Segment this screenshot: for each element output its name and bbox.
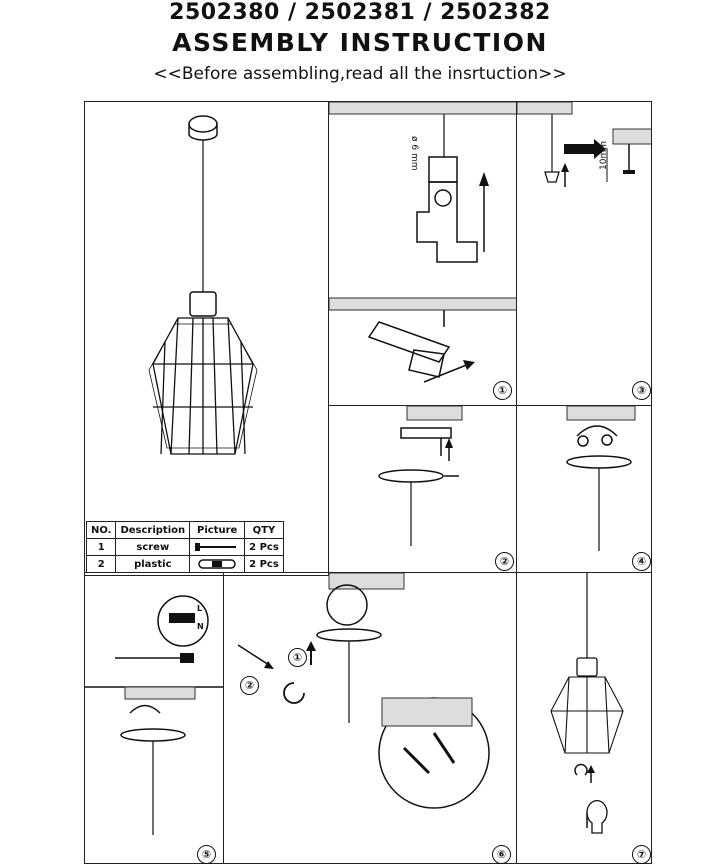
- table-row: 2 plastic 2 Pcs: [85, 555, 284, 573]
- step-3-number: ③: [632, 381, 651, 400]
- step-7-number: ⑦: [632, 845, 651, 864]
- step-2-number: ②: [495, 552, 514, 571]
- bracket-mount-illustration: [378, 406, 463, 546]
- step-1-number: ①: [493, 381, 512, 400]
- col-picture: Picture: [189, 521, 246, 539]
- terminal-l-label: L: [197, 604, 203, 613]
- page-subtitle: <<Before assembling,read all the insrtuc…: [153, 64, 567, 84]
- plastic-anchor-icon: [189, 555, 246, 573]
- step-7-panel: [516, 572, 652, 864]
- canopy-mount-illustration: [237, 573, 490, 809]
- model-numbers: 2502380 / 2502381 / 2502382: [169, 0, 551, 25]
- page-title: ASSEMBLY INSTRUCTION: [172, 28, 548, 57]
- step-6-number: ⑥: [492, 845, 511, 864]
- screw-icon: [189, 538, 246, 556]
- step-3-panel: 10mm: [516, 101, 652, 406]
- col-description: Description: [115, 521, 191, 539]
- terminal-n-label: N: [197, 622, 204, 631]
- step-4-panel: [516, 405, 652, 573]
- inline-marker-2: ②: [240, 676, 259, 695]
- drill-size-label: ø 6 mm: [409, 136, 419, 171]
- terminal-block-illustration: [85, 595, 223, 835]
- step-6-panel: ① ②: [223, 572, 517, 864]
- step-2-panel: [328, 405, 517, 573]
- ceiling-wiring-illustration: [566, 406, 636, 551]
- anchor-insert-illustration: [517, 102, 651, 187]
- parts-table: NO. Description Picture QTY 1 screw 2 Pc…: [85, 521, 284, 573]
- inline-marker-1: ①: [288, 648, 307, 667]
- drill-illustration: [329, 102, 516, 383]
- col-no: NO.: [85, 521, 117, 539]
- pendant-lamp-illustration: [148, 115, 258, 455]
- overview-panel: [84, 101, 329, 576]
- step-1-panel: ø 6 mm: [328, 101, 517, 406]
- step-4-number: ④: [632, 552, 651, 571]
- step-5-number: ⑤: [197, 845, 216, 864]
- depth-label: 10mm: [599, 141, 609, 170]
- col-qty: QTY: [244, 521, 284, 539]
- table-row: 1 screw 2 Pcs: [85, 538, 284, 556]
- finished-lamp-illustration: [550, 573, 624, 834]
- step-5-panel: L N: [84, 572, 224, 864]
